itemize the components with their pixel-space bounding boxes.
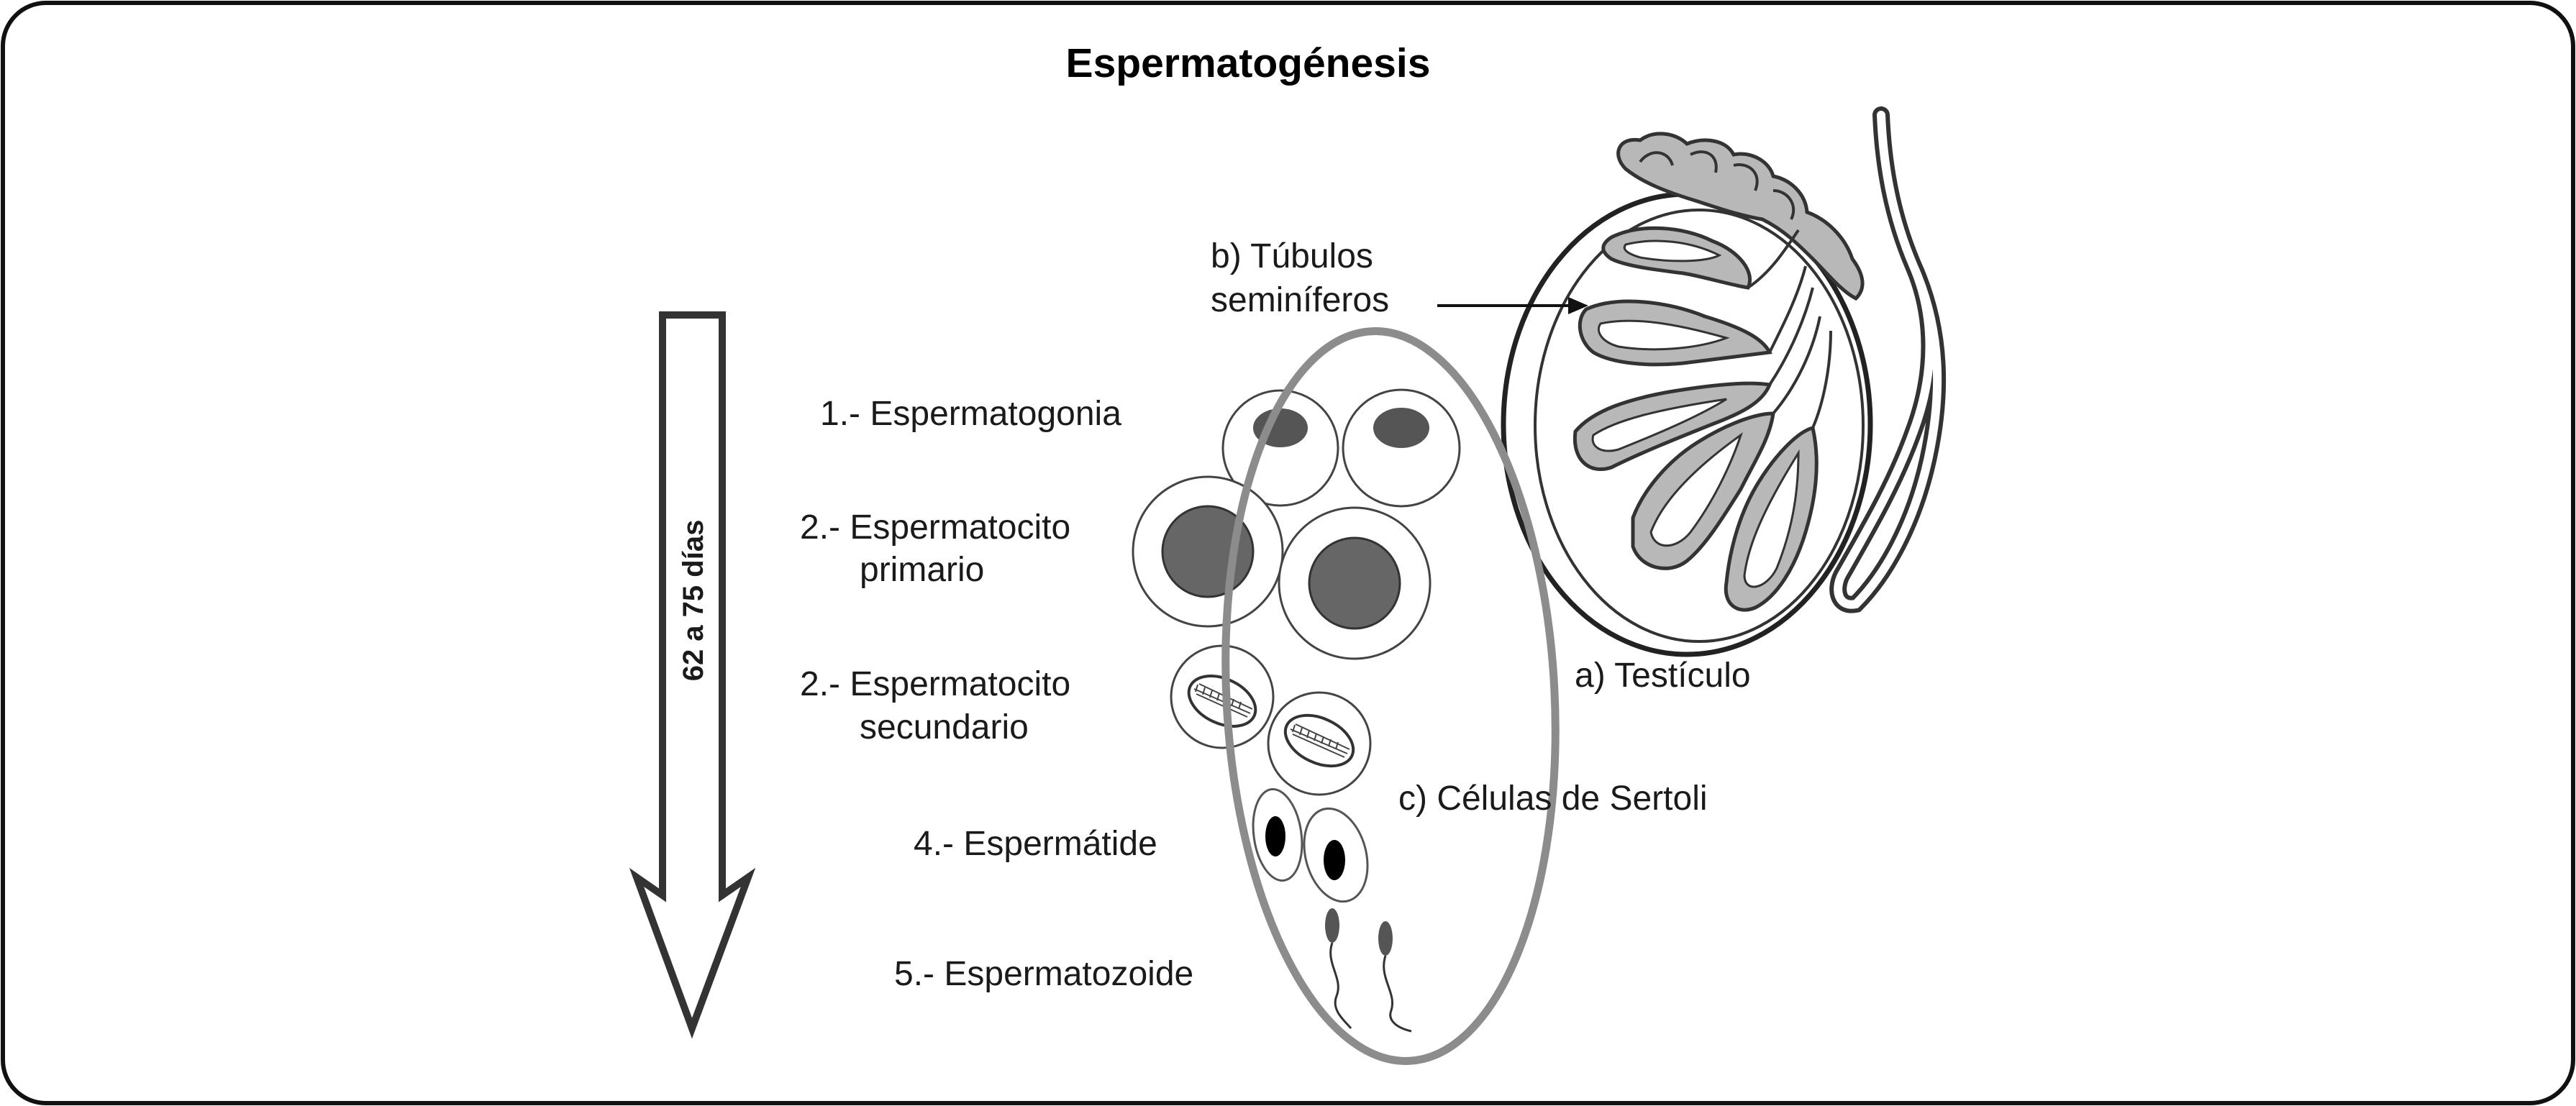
tubules-pointer [1437,297,1588,314]
sertoli-label: c) Células de Sertoli [1398,780,1708,818]
rete-testis [1747,229,1832,429]
stage-labels: 1.- Espermatogonia 2.- Espermatocito pri… [800,395,1193,993]
timeline-arrow: 62 a 75 días [629,311,756,1039]
stage-2-label-line2: primario [860,551,984,589]
stage-4-cells [1252,787,1369,903]
stage-3-label-line2: secundario [860,708,1029,746]
tubules-label-line1: b) Túbulos [1211,237,1373,275]
stage-4-label: 4.- Espermátide [914,825,1157,863]
stage-3-cells [1170,644,1372,796]
stage-3-label-line1: 2.- Espermatocito [800,665,1070,703]
epididymis [1616,132,1865,301]
structure-labels: b) Túbulos seminíferos a) Testículo c) C… [1211,237,1751,818]
testicle-label: a) Testículo [1575,657,1751,695]
stage-1-label: 1.- Espermatogonia [820,395,1121,433]
sertoli-ring [1221,327,1560,1065]
diagram-title: Espermatogénesis [1066,40,1431,86]
duration-label: 62 a 75 días [678,520,709,682]
stage-2-cells [1132,475,1432,660]
stage-5-cells [1325,908,1412,1033]
stage-2-label-line1: 2.- Espermatocito [800,508,1070,547]
stage-1-cells [1221,388,1461,508]
stage-5-label: 5.- Espermatozoide [894,955,1193,993]
tubules-label-line2: seminíferos [1211,281,1389,319]
tubule-lumens [1591,239,1800,588]
testicle-illustration [1501,106,1947,657]
